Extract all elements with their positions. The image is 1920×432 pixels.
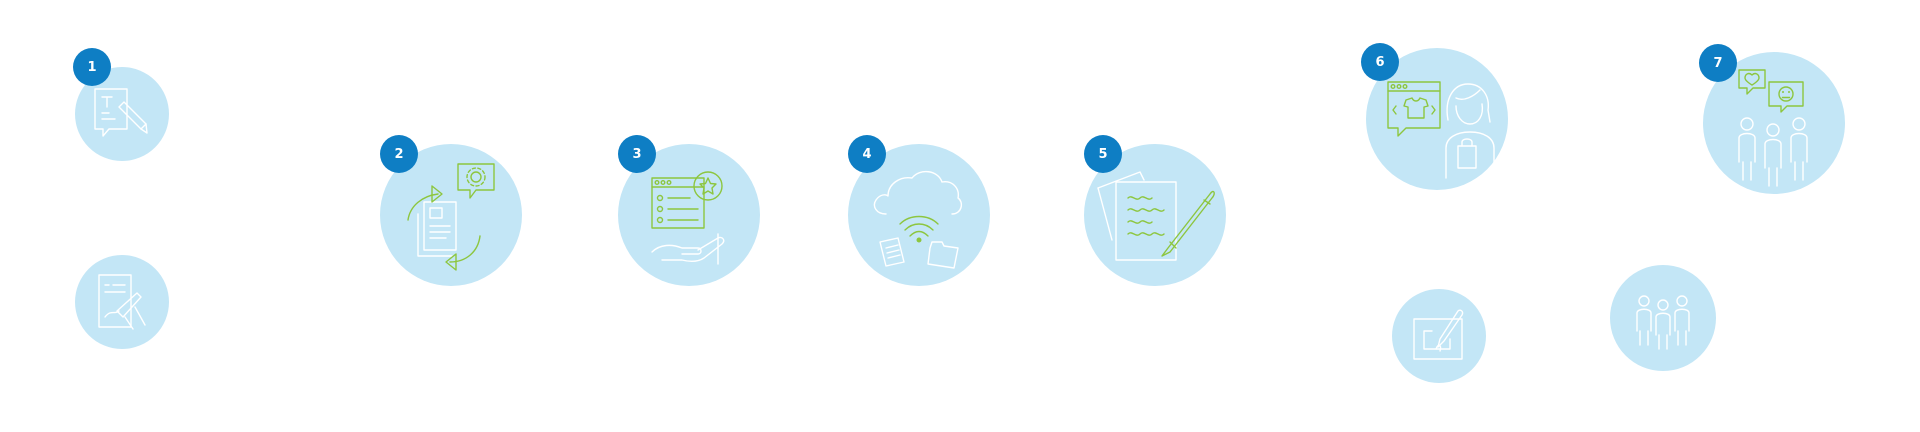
- step-2-badge: 2: [380, 135, 418, 173]
- step-5-badge: 5: [1084, 135, 1122, 173]
- tablet-circle[interactable]: [1392, 289, 1486, 383]
- notes-pencil-icon: [1097, 171, 1215, 261]
- people-circle[interactable]: [1610, 265, 1716, 371]
- cloud-wifi-files-icon: [873, 171, 963, 269]
- text-edit-chat-icon: [94, 88, 148, 137]
- document-sync-settings-icon: [407, 163, 495, 271]
- step-1-badge: 1: [73, 48, 111, 86]
- contract-sign-icon: [98, 274, 146, 330]
- step-6-badge: 6: [1361, 43, 1399, 81]
- step-4-badge: 4: [848, 135, 886, 173]
- group-feedback-icon: [1738, 69, 1808, 187]
- three-people-icon: [1636, 295, 1690, 350]
- step-3-badge: 3: [618, 135, 656, 173]
- app-rating-hand-icon: [651, 171, 725, 265]
- step-7-badge: 7: [1699, 44, 1737, 82]
- tablet-draw-icon: [1413, 309, 1464, 360]
- contract-circle[interactable]: [75, 255, 169, 349]
- online-shop-customer-icon: [1387, 81, 1495, 179]
